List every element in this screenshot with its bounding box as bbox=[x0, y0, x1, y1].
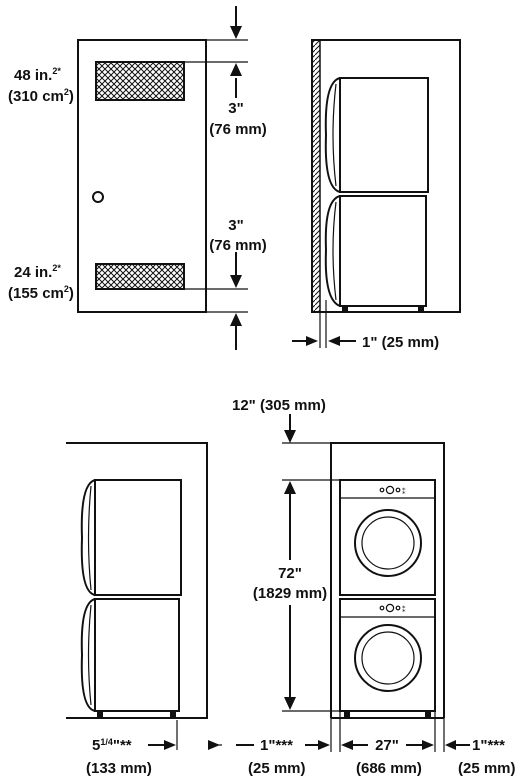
door-edge bbox=[332, 201, 337, 301]
dryer-side bbox=[94, 479, 182, 596]
foot bbox=[97, 711, 103, 717]
top-vent-area-metric: (310 cm2) bbox=[8, 87, 74, 105]
width-metric: (686 mm) bbox=[356, 760, 422, 777]
top-clearance-label: 12" (305 mm) bbox=[232, 397, 326, 414]
door-edge bbox=[87, 604, 92, 706]
rear-clearance-label: 1" (25 mm) bbox=[362, 334, 439, 351]
arrow-down-icon bbox=[284, 430, 296, 443]
knob-icon bbox=[395, 487, 401, 493]
washer-door-bulge bbox=[324, 195, 341, 307]
washer-front bbox=[339, 598, 436, 712]
arrow-up-icon bbox=[284, 481, 296, 494]
foot bbox=[344, 711, 350, 717]
width-label: 27" bbox=[375, 737, 399, 754]
arrow-right-icon bbox=[306, 336, 318, 346]
bottom-vent-area-metric: (155 cm2) bbox=[8, 284, 74, 302]
dryer-front bbox=[339, 479, 436, 596]
closet-side-view: 1" (25 mm) bbox=[292, 39, 461, 351]
bottom-vent-area-label: 24 in.2* bbox=[14, 263, 61, 281]
arrow-left-icon bbox=[445, 740, 456, 750]
top-gap-metric: (76 mm) bbox=[209, 121, 267, 138]
settings-mark: ⁑ bbox=[402, 606, 406, 614]
right-gap-label: 1"*** bbox=[472, 737, 505, 754]
washer-side bbox=[339, 195, 427, 307]
dryer-door bbox=[354, 509, 422, 577]
knob-icon bbox=[379, 487, 385, 493]
washer-door-bulge bbox=[80, 598, 96, 712]
recess-opening bbox=[330, 442, 445, 718]
door-edge bbox=[87, 485, 92, 591]
door-edge bbox=[332, 83, 337, 187]
recess-side-view: 51/4"** (133 mm) bbox=[66, 442, 208, 777]
dryer-side bbox=[339, 77, 429, 193]
side-clearance-metric: (133 mm) bbox=[86, 760, 152, 777]
arrow-down-icon bbox=[230, 26, 242, 39]
closet-door-front-view: 48 in.2* (310 cm2) 24 in.2* (155 cm2) 3"… bbox=[8, 6, 267, 350]
arrow-right-icon bbox=[208, 740, 220, 750]
washer-side bbox=[94, 598, 180, 712]
arrow-right-icon bbox=[164, 740, 176, 750]
arrow-up-icon bbox=[230, 313, 242, 326]
bottom-vent-grille bbox=[95, 263, 185, 290]
rear-wall bbox=[311, 39, 321, 313]
foot bbox=[418, 306, 424, 311]
foot bbox=[170, 711, 176, 717]
arrow-left-icon bbox=[341, 740, 353, 750]
right-gap-metric: (25 mm) bbox=[458, 760, 516, 777]
door-knob bbox=[92, 191, 104, 203]
side-clearance-label: 51/4"** bbox=[92, 737, 132, 754]
bottom-gap-label: 3" bbox=[228, 217, 243, 234]
arrow-right-icon bbox=[422, 740, 434, 750]
washer-door bbox=[354, 624, 422, 692]
washer-door-glass bbox=[361, 631, 415, 685]
arrow-right-icon bbox=[318, 740, 330, 750]
height-label: 72" bbox=[278, 565, 302, 582]
closet-door bbox=[77, 39, 207, 313]
left-gap-label: 1"*** bbox=[260, 737, 293, 754]
height-metric: (1829 mm) bbox=[253, 585, 327, 602]
dryer-door-glass bbox=[361, 516, 415, 570]
settings-mark: ⁑ bbox=[402, 488, 406, 496]
recess-wall bbox=[66, 442, 208, 718]
left-gap-metric: (25 mm) bbox=[248, 760, 306, 777]
knob-icon bbox=[385, 485, 395, 495]
foot bbox=[425, 711, 431, 717]
top-vent-grille bbox=[95, 61, 185, 101]
bottom-gap-metric: (76 mm) bbox=[209, 237, 267, 254]
recess-front-view: ⁑ ⁑ 12" (305 mm) 72" (1829 mm) bbox=[208, 397, 516, 777]
top-gap-label: 3" bbox=[228, 100, 243, 117]
top-vent-area-label: 48 in.2* bbox=[14, 66, 61, 84]
arrow-down-icon bbox=[284, 697, 296, 710]
knob-icon bbox=[379, 605, 385, 611]
dryer-door-bulge bbox=[324, 77, 341, 193]
arrow-up-icon bbox=[230, 63, 242, 76]
dryer-door-bulge bbox=[80, 479, 96, 596]
arrow-down-icon bbox=[230, 275, 242, 288]
foot bbox=[342, 306, 348, 311]
knob-icon bbox=[385, 603, 395, 613]
arrow-left-icon bbox=[328, 336, 340, 346]
knob-icon bbox=[395, 605, 401, 611]
